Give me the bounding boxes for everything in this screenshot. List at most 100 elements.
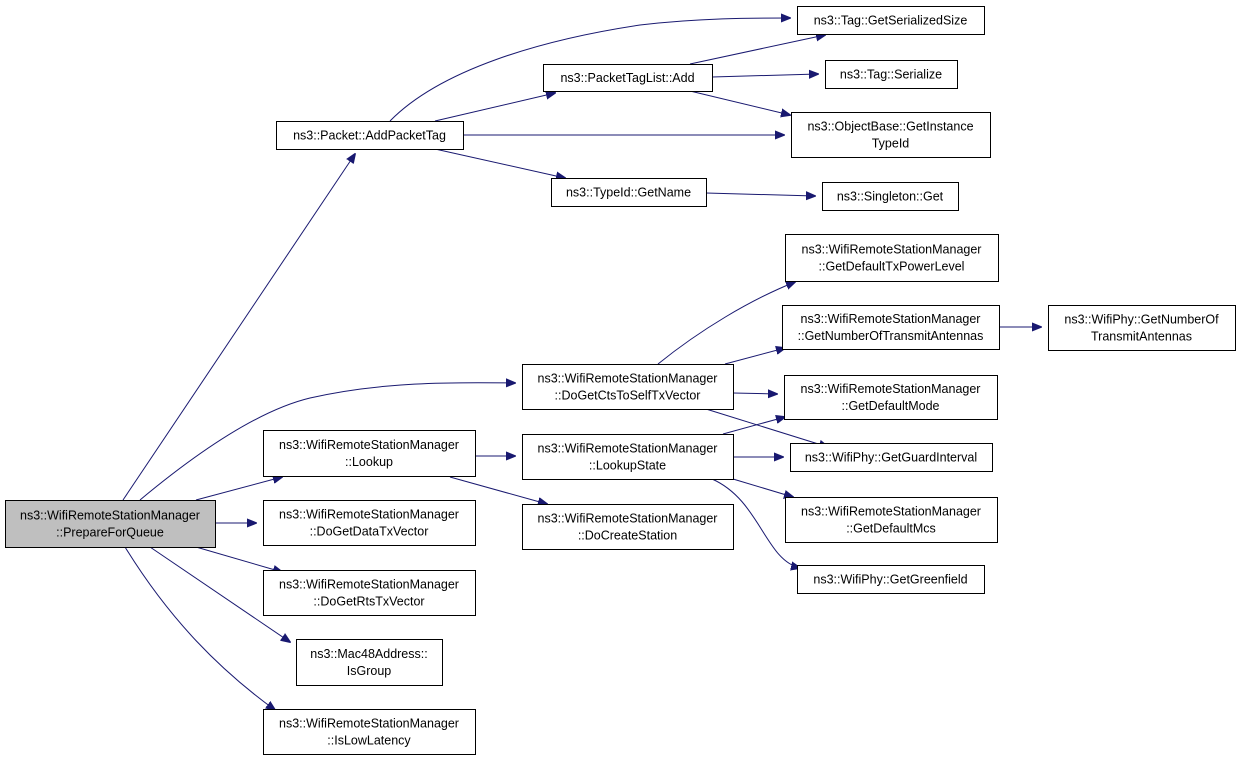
node-box bbox=[785, 234, 999, 282]
node-label: ns3::WifiRemoteStationManager bbox=[279, 717, 459, 731]
node-label: ns3::WifiPhy::GetNumberOf bbox=[1064, 313, 1219, 327]
node-layer: ns3::WifiRemoteStationManager::PrepareFo… bbox=[5, 6, 1236, 755]
node-n4[interactable]: ns3::Tag::Serialize bbox=[825, 60, 958, 89]
node-box bbox=[785, 497, 998, 543]
node-n14[interactable]: ns3::WifiRemoteStationManager::Lookup bbox=[263, 430, 476, 477]
node-label: ns3::WifiRemoteStationManager bbox=[538, 442, 718, 456]
node-label: ::Lookup bbox=[345, 455, 393, 469]
node-box bbox=[797, 6, 985, 35]
node-label: ::GetNumberOfTransmitAntennas bbox=[798, 329, 984, 343]
node-label: ns3::WifiRemoteStationManager bbox=[801, 505, 981, 519]
node-box bbox=[522, 434, 734, 480]
node-box bbox=[263, 430, 476, 477]
node-n9[interactable]: ns3::WifiRemoteStationManager::GetDefaul… bbox=[785, 234, 999, 282]
node-box bbox=[296, 639, 443, 686]
node-label: TypeId bbox=[872, 137, 910, 151]
node-n0[interactable]: ns3::WifiRemoteStationManager::PrepareFo… bbox=[5, 500, 216, 548]
node-n22[interactable]: ns3::WifiRemoteStationManager::IsLowLate… bbox=[263, 709, 476, 755]
node-label: TransmitAntennas bbox=[1091, 330, 1192, 344]
node-label: ::LookupState bbox=[589, 459, 666, 473]
node-label: ns3::Tag::Serialize bbox=[840, 68, 942, 82]
node-n12[interactable]: ns3::WifiRemoteStationManager::GetDefaul… bbox=[784, 375, 998, 420]
node-label: ns3::WifiRemoteStationManager bbox=[801, 312, 981, 326]
node-n13[interactable]: ns3::WifiPhy::GetGuardInterval bbox=[790, 443, 993, 472]
edge-n1-to-n6 bbox=[434, 148, 565, 178]
node-label: ns3::WifiRemoteStationManager bbox=[802, 243, 982, 257]
node-label: ::DoGetRtsTxVector bbox=[313, 595, 424, 609]
node-n21[interactable]: ns3::Mac48Address::IsGroup bbox=[296, 639, 443, 686]
edge-n8-to-n12 bbox=[732, 393, 777, 394]
node-box bbox=[784, 375, 998, 420]
node-box bbox=[522, 364, 734, 410]
edge-n6-to-n7 bbox=[705, 193, 815, 196]
node-label: ns3::ObjectBase::GetInstance bbox=[807, 120, 973, 134]
node-n1[interactable]: ns3::Packet::AddPacketTag bbox=[276, 121, 464, 150]
node-label: ::GetDefaultMode bbox=[842, 399, 940, 413]
node-box bbox=[276, 121, 464, 150]
node-n11[interactable]: ns3::WifiPhy::GetNumberOfTransmitAntenna… bbox=[1048, 305, 1236, 351]
node-box bbox=[522, 504, 734, 550]
node-label: ns3::Packet::AddPacketTag bbox=[293, 129, 446, 143]
node-box bbox=[551, 178, 707, 207]
node-n15[interactable]: ns3::WifiRemoteStationManager::LookupSta… bbox=[522, 434, 734, 480]
node-box bbox=[5, 500, 216, 548]
node-n17[interactable]: ns3::WifiPhy::GetGreenfield bbox=[797, 565, 985, 594]
node-n20[interactable]: ns3::WifiRemoteStationManager::DoGetRtsT… bbox=[263, 570, 476, 616]
node-n7[interactable]: ns3::Singleton::Get bbox=[822, 182, 959, 211]
edge-n8-to-n9 bbox=[657, 282, 795, 365]
node-label: ns3::Tag::GetSerializedSize bbox=[814, 14, 968, 28]
node-label: IsGroup bbox=[347, 664, 392, 678]
node-box bbox=[1048, 305, 1236, 351]
node-box bbox=[543, 64, 713, 92]
edge-n14-to-n18 bbox=[449, 476, 547, 504]
node-label: ::GetDefaultMcs bbox=[846, 522, 936, 536]
node-box bbox=[790, 443, 993, 472]
node-label: ns3::WifiPhy::GetGuardInterval bbox=[805, 451, 977, 465]
node-n10[interactable]: ns3::WifiRemoteStationManager::GetNumber… bbox=[782, 305, 1000, 350]
node-label: ns3::WifiRemoteStationManager bbox=[538, 512, 718, 526]
edge-layer bbox=[122, 18, 1041, 710]
node-n16[interactable]: ns3::WifiRemoteStationManager::GetDefaul… bbox=[785, 497, 998, 543]
node-label: ns3::WifiRemoteStationManager bbox=[20, 509, 200, 523]
node-label: ns3::WifiRemoteStationManager bbox=[279, 438, 459, 452]
node-label: ns3::WifiPhy::GetGreenfield bbox=[813, 573, 967, 587]
node-label: ::DoCreateStation bbox=[578, 529, 677, 543]
edge-n0-to-n1 bbox=[122, 154, 355, 501]
node-label: ::IsLowLatency bbox=[327, 734, 411, 748]
node-n8[interactable]: ns3::WifiRemoteStationManager::DoGetCtsT… bbox=[522, 364, 734, 410]
edge-n8-to-n13 bbox=[705, 408, 828, 447]
edge-n1-to-n2 bbox=[434, 93, 555, 122]
edge-n0-to-n20 bbox=[195, 546, 282, 572]
edge-n8-to-n10 bbox=[724, 348, 785, 365]
node-label: ::PrepareForQueue bbox=[56, 526, 164, 540]
edge-n2-to-n5 bbox=[689, 90, 790, 115]
node-box bbox=[822, 182, 959, 211]
node-box bbox=[782, 305, 1000, 350]
edge-n15-to-n16 bbox=[732, 478, 793, 497]
edge-n2-to-n4 bbox=[711, 74, 818, 77]
node-n18[interactable]: ns3::WifiRemoteStationManager::DoCreateS… bbox=[522, 504, 734, 550]
edge-n0-to-n22 bbox=[124, 546, 275, 710]
node-box bbox=[263, 500, 476, 546]
node-label: ::DoGetDataTxVector bbox=[310, 525, 429, 539]
node-n6[interactable]: ns3::TypeId::GetName bbox=[551, 178, 707, 207]
node-label: ns3::Singleton::Get bbox=[837, 190, 944, 204]
node-label: ns3::Mac48Address:: bbox=[310, 647, 427, 661]
node-n2[interactable]: ns3::PacketTagList::Add bbox=[543, 64, 713, 92]
edge-n0-to-n14 bbox=[195, 477, 282, 501]
edge-n2-to-n3 bbox=[689, 35, 825, 65]
node-box bbox=[263, 570, 476, 616]
node-n3[interactable]: ns3::Tag::GetSerializedSize bbox=[797, 6, 985, 35]
node-label: ns3::WifiRemoteStationManager bbox=[538, 372, 718, 386]
node-label: ::GetDefaultTxPowerLevel bbox=[819, 260, 965, 274]
node-box bbox=[791, 112, 991, 158]
node-label: ns3::TypeId::GetName bbox=[566, 186, 691, 200]
node-box bbox=[263, 709, 476, 755]
node-n19[interactable]: ns3::WifiRemoteStationManager::DoGetData… bbox=[263, 500, 476, 546]
edge-n1-to-n3 bbox=[389, 18, 790, 122]
edge-n15-to-n12 bbox=[722, 417, 785, 435]
edge-n0-to-n8 bbox=[139, 383, 515, 501]
node-box bbox=[797, 565, 985, 594]
